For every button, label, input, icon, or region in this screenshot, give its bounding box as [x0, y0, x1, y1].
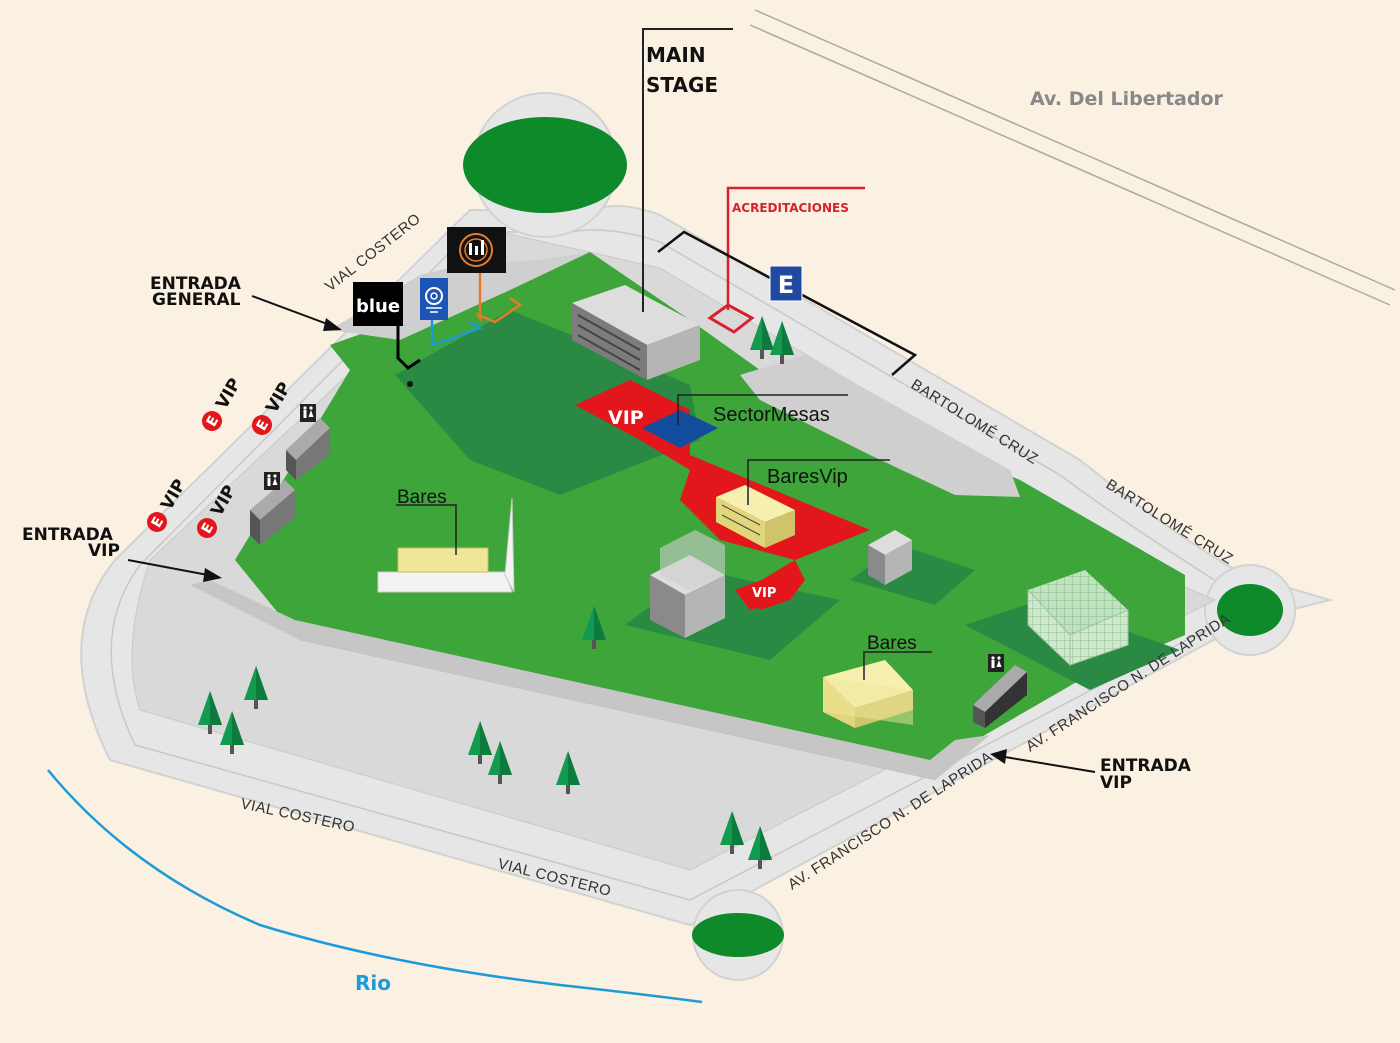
main-stage-label-2: STAGE — [646, 73, 718, 97]
glass-structure — [1027, 570, 1129, 667]
bares-east-label: Bares — [867, 633, 917, 654]
entrada-general-label: ENTRADA — [150, 274, 242, 294]
entrada-vip-west-arrow — [127, 559, 222, 582]
entrada-vip-east-arrow — [990, 749, 1096, 773]
restroom-block-3 — [973, 665, 1027, 728]
sponsor-logo-blue: blue — [353, 282, 421, 370]
river-line — [47, 769, 703, 1004]
restroom-icon — [988, 654, 1004, 672]
sponsor-logo-circle — [447, 227, 523, 324]
svg-text:VIP: VIP — [212, 375, 245, 413]
sponsor-logo-swirl — [420, 278, 483, 347]
restroom-block-2 — [250, 480, 295, 545]
parking-vip-badge: VIP — [198, 375, 246, 435]
river-label: Rio — [355, 971, 391, 995]
kiosk-building — [868, 530, 912, 585]
bares-east-pointer — [863, 651, 932, 680]
bares-east-building[interactable] — [823, 660, 913, 728]
bares-vip-label: BaresVip — [767, 466, 848, 488]
bares-west-label: Bares — [397, 487, 447, 508]
bares-vip-pointer — [747, 459, 890, 505]
restroom-icon — [264, 472, 280, 490]
entrada-vip-west-label-2: VIP — [88, 541, 120, 561]
acreditaciones-label: ACREDITACIONES — [732, 201, 849, 215]
svg-text:E: E — [778, 271, 794, 299]
sector-mesas-label: SectorMesas — [713, 404, 830, 426]
roundabout-north — [463, 92, 627, 238]
entrada-general-label-2: GENERAL — [152, 290, 241, 310]
tower-building — [650, 530, 725, 638]
vip-label: VIP — [608, 407, 644, 429]
main-stage-building[interactable] — [572, 285, 700, 380]
sector-mesas-zone[interactable] — [642, 410, 718, 448]
parking-sign[interactable]: E — [769, 265, 803, 302]
entrada-vip-west-label: ENTRADA — [22, 525, 114, 545]
entrada-vip-east-label: ENTRADA — [1100, 756, 1192, 776]
bares-west-pointer — [396, 504, 457, 555]
entrada-general-arrow — [251, 295, 342, 331]
main-stage-pointer — [642, 28, 733, 312]
roundabout-east — [1204, 564, 1296, 656]
acreditaciones-marker[interactable] — [707, 186, 865, 334]
main-stage-label: MAIN — [646, 43, 706, 67]
restroom-block-1 — [286, 418, 330, 480]
svg-text:blue: blue — [356, 296, 400, 317]
restroom-icon — [300, 404, 316, 422]
vip-small-label: VIP — [752, 586, 776, 601]
av-libertador-label: Av. Del Libertador — [1030, 88, 1224, 110]
av-libertador-road — [749, 9, 1396, 306]
roundabout-south — [692, 889, 784, 981]
bares-west-building[interactable] — [377, 497, 515, 593]
entrada-vip-east-label-2: VIP — [1100, 773, 1132, 793]
sector-mesas-pointer — [677, 394, 848, 425]
entrance-dot — [407, 381, 413, 387]
bares-vip-building[interactable] — [716, 485, 795, 548]
